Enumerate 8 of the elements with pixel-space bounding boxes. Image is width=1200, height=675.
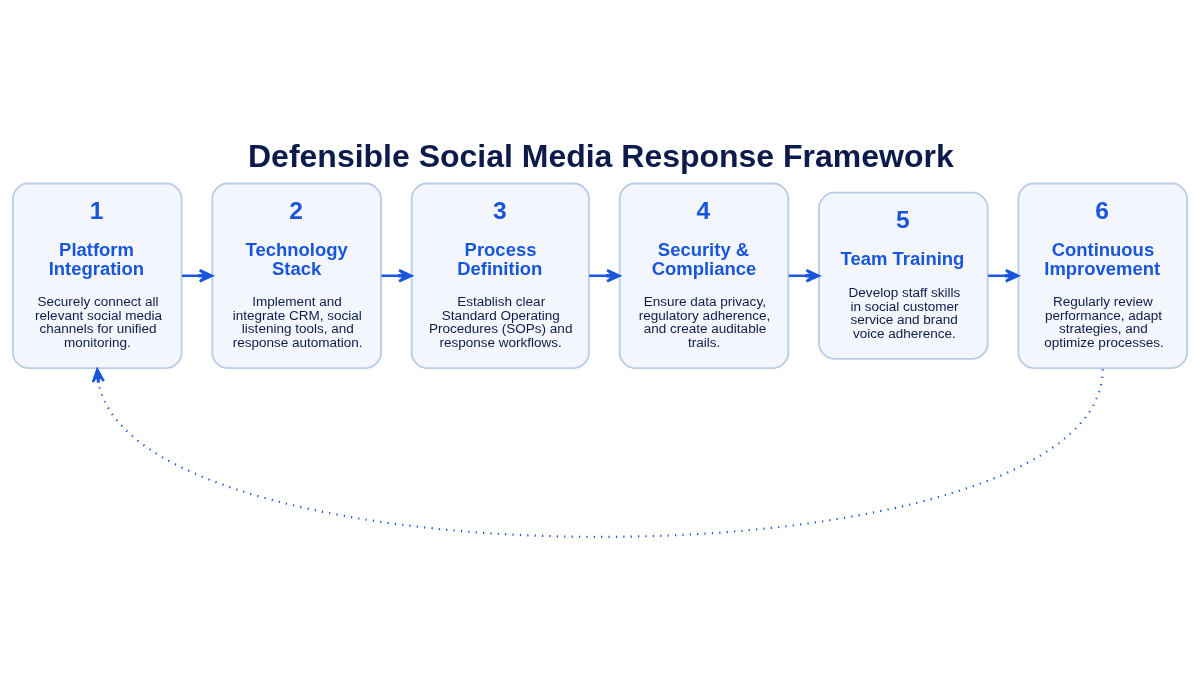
node-box: 3 Process Definition Establish clear Standard Operating Procedures (SOPs) and response workflows. (410, 182, 590, 369)
node-box: 4 Security & Compliance Ensure data privacy, regulatory adherence, and create auditable trails. (618, 182, 790, 369)
node-box: 5 Team Training Develop staff skills in social customer service and brand voice adherence. (818, 191, 989, 360)
arrow (91, 368, 1104, 538)
diagram-title: Defensible Social Media Response Framework (248, 138, 954, 175)
node-box: 6 Continuous Improvement Regularly review performance, adapt strategies, and optimize processes. (1017, 182, 1188, 369)
node-box: 2 Technology Stack Implement and integrate CRM, social listening tools, and response automation. (211, 182, 382, 369)
node-box: 1 Platform Integration Securely connect all relevant social media channels for unified monitoring. (12, 182, 183, 369)
